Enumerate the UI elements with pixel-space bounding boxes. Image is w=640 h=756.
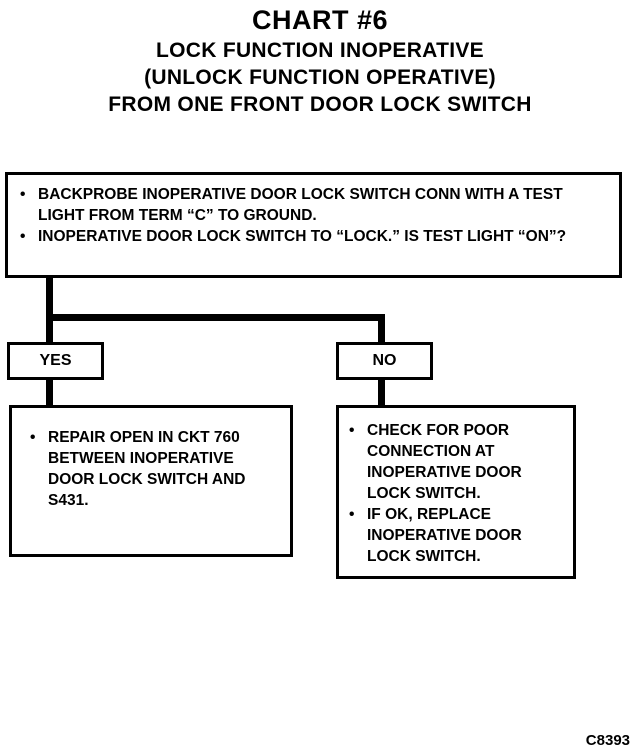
chart-title: CHART #6 <box>251 5 389 35</box>
yes-label: YES <box>39 352 72 369</box>
connector-yes-result <box>46 380 53 405</box>
connector-crossbar <box>46 314 385 321</box>
test-step-item: BACKPROBE INOPERATIVE DOOR LOCK SWITCH C… <box>20 184 609 226</box>
yes-action-box: REPAIR OPEN IN CKT 760 BETWEEN INOPERATI… <box>9 405 293 557</box>
test-step-box: BACKPROBE INOPERATIVE DOOR LOCK SWITCH C… <box>5 172 622 278</box>
chart-subtitle-line-3: FROM ONE FRONT DOOR LOCK SWITCH <box>108 93 532 116</box>
connector-no-result <box>378 380 385 405</box>
no-action-item: CHECK FOR POOR CONNECTION AT INOPERATIVE… <box>349 420 565 504</box>
yes-action-list: REPAIR OPEN IN CKT 760 BETWEEN INOPERATI… <box>30 427 280 511</box>
chart-subtitle-line-1: LOCK FUNCTION INOPERATIVE <box>156 39 484 62</box>
no-action-list: CHECK FOR POOR CONNECTION AT INOPERATIVE… <box>349 420 565 567</box>
no-label: NO <box>372 352 397 369</box>
yes-branch-box: YES <box>7 342 104 380</box>
no-branch-box: NO <box>336 342 433 380</box>
no-action-item: IF OK, REPLACE INOPERATIVE DOOR LOCK SWI… <box>349 504 565 567</box>
figure-code: C8393 <box>585 732 630 749</box>
test-step-item: INOPERATIVE DOOR LOCK SWITCH TO “LOCK.” … <box>20 226 609 247</box>
chart-subtitle-line-2: (UNLOCK FUNCTION OPERATIVE) <box>144 66 496 89</box>
test-step-list: BACKPROBE INOPERATIVE DOOR LOCK SWITCH C… <box>20 184 609 247</box>
connector-trunk <box>46 278 53 342</box>
yes-action-item: REPAIR OPEN IN CKT 760 BETWEEN INOPERATI… <box>30 427 280 511</box>
connector-no-drop <box>378 314 385 342</box>
chart-header: CHART #6 LOCK FUNCTION INOPERATIVE (UNLO… <box>0 4 640 118</box>
no-action-box: CHECK FOR POOR CONNECTION AT INOPERATIVE… <box>336 405 576 579</box>
